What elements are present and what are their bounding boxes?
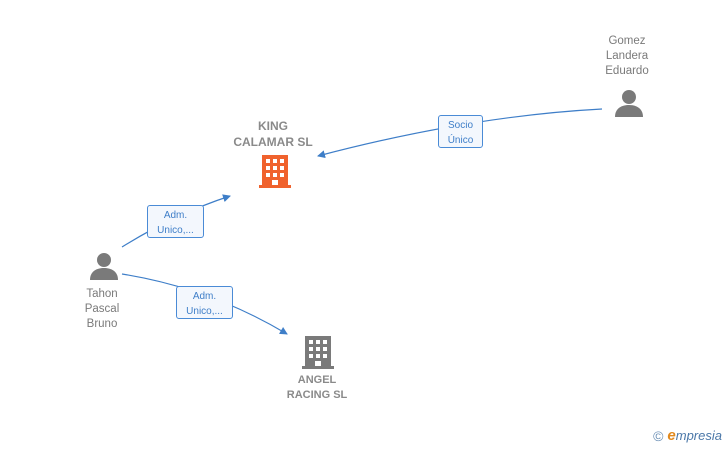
building-icon[interactable] [259,153,291,189]
empresia-logo: © empresia [653,427,722,444]
edge-label-socio-unico[interactable]: Socio Único [438,115,483,148]
brand-initial: e [667,427,676,444]
company-label-angel-racing: ANGEL RACING SL [286,374,348,401]
person-icon[interactable] [614,89,644,117]
building-icon[interactable] [302,334,334,370]
company-label-king-calamar: KING CALAMAR SL [233,119,313,149]
copyright-symbol: © [653,427,664,444]
person-icon[interactable] [89,252,119,280]
person-label-tahon: Tahon Pascal Bruno [84,288,120,330]
brand-name: mpresia [675,428,722,443]
person-label-gomez: Gomez Landera Eduardo [605,35,649,77]
edge-label-adm-king[interactable]: Adm. Unico,... [147,205,204,238]
edge-label-adm-angel[interactable]: Adm. Unico,... [176,286,233,319]
